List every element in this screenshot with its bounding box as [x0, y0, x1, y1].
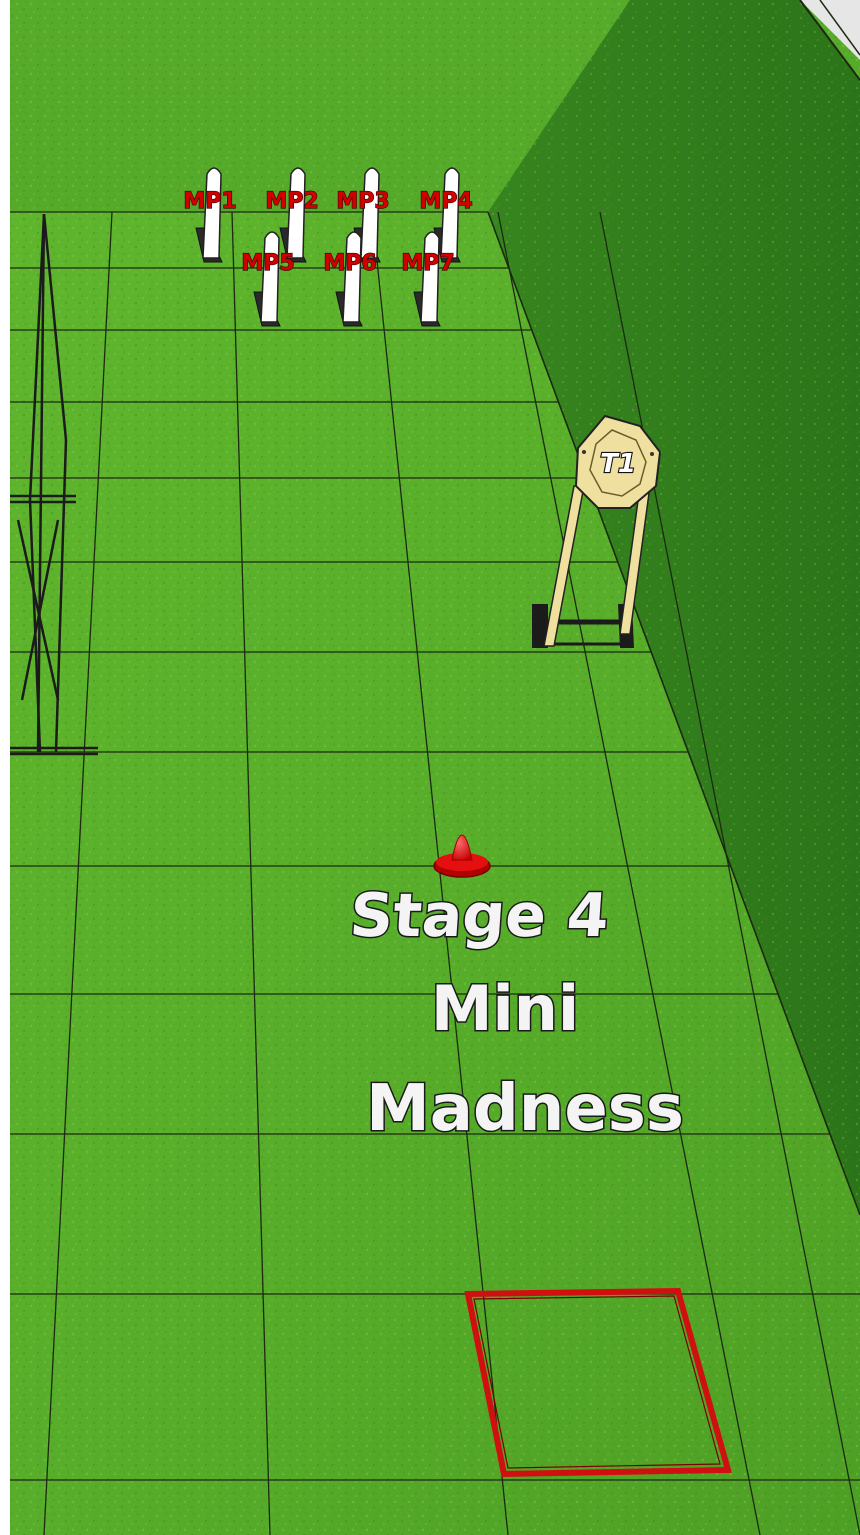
popper-label: MP4 — [419, 189, 472, 214]
stage-title-line1: Stage 4 — [348, 881, 612, 951]
popper-label: MP5 — [241, 251, 294, 276]
popper-label: MP2 — [265, 189, 318, 214]
popper-label: MP1 — [183, 189, 236, 214]
target-label-t1: T1 — [600, 449, 636, 479]
left-edge — [0, 0, 10, 1535]
stage-title-line2: Mini — [431, 972, 579, 1045]
stage-title-line3: Madness — [366, 1072, 684, 1146]
popper-label: MP3 — [336, 189, 389, 214]
popper-label: MP6 — [323, 251, 376, 276]
popper-label: MP7 — [401, 251, 454, 276]
